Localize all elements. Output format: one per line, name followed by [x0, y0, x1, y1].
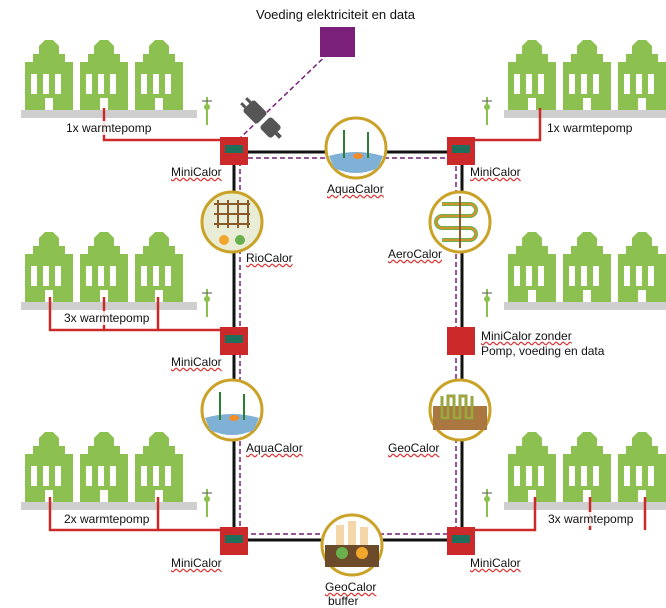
geocalor-icon — [428, 378, 492, 442]
geocalor-buffer-label-2: buffer — [328, 594, 359, 608]
power-data-title: Voeding elektriciteit en data — [256, 7, 415, 22]
aquacalor-icon — [324, 116, 388, 180]
heat-pump-label-mid-left: 3x warmtepomp — [62, 311, 152, 325]
house-row-bot-right — [481, 432, 666, 518]
aquacalor-icon-left — [200, 378, 264, 442]
heat-pump-label-bot-right: 3x warmtepomp — [546, 512, 636, 526]
house-row-mid-right — [481, 232, 666, 318]
geocalor-buffer-icon — [320, 513, 384, 577]
heat-loop — [232, 150, 464, 542]
minicalor-label-tr: MiniCalor — [470, 165, 521, 179]
minicalor-label-tl: MiniCalor — [171, 165, 222, 179]
heat-pump-pipes — [48, 108, 647, 532]
minicalor-boxes — [220, 137, 475, 555]
minicalor-label-ml: MiniCalor — [171, 355, 222, 369]
aerocalor-label: AeroCalor — [388, 247, 443, 261]
riocalor-label: RioCalor — [246, 251, 293, 265]
geocalor-label: GeoCalor — [388, 441, 440, 455]
geocalor-buffer-label-1: GeoCalor — [325, 580, 377, 594]
aerocalor-icon — [428, 190, 492, 254]
heat-pump-label-bot-left: 2x warmtepomp — [62, 512, 152, 526]
heat-pump-label-top-right: 1x warmtepomp — [545, 121, 635, 135]
minicalor-label-mr-1: MiniCalor zonder — [481, 329, 572, 343]
riocalor-icon — [200, 190, 264, 254]
data-line — [239, 157, 457, 535]
aquacalor-top-label: AquaCalor — [327, 182, 384, 196]
minicalor-label-bl: MiniCalor — [171, 556, 222, 570]
power-data-box — [320, 27, 355, 57]
heat-pump-label-top-left: 1x warmtepomp — [64, 121, 154, 135]
house-row-top-left — [21, 40, 213, 126]
minicalor-label-mr-2: Pomp, voeding en data — [481, 344, 605, 358]
house-row-top-right — [481, 40, 666, 126]
minicalor-label-br: MiniCalor — [470, 556, 521, 570]
plug-icon — [240, 97, 282, 139]
aquacalor-left-label: AquaCalor — [246, 441, 303, 455]
